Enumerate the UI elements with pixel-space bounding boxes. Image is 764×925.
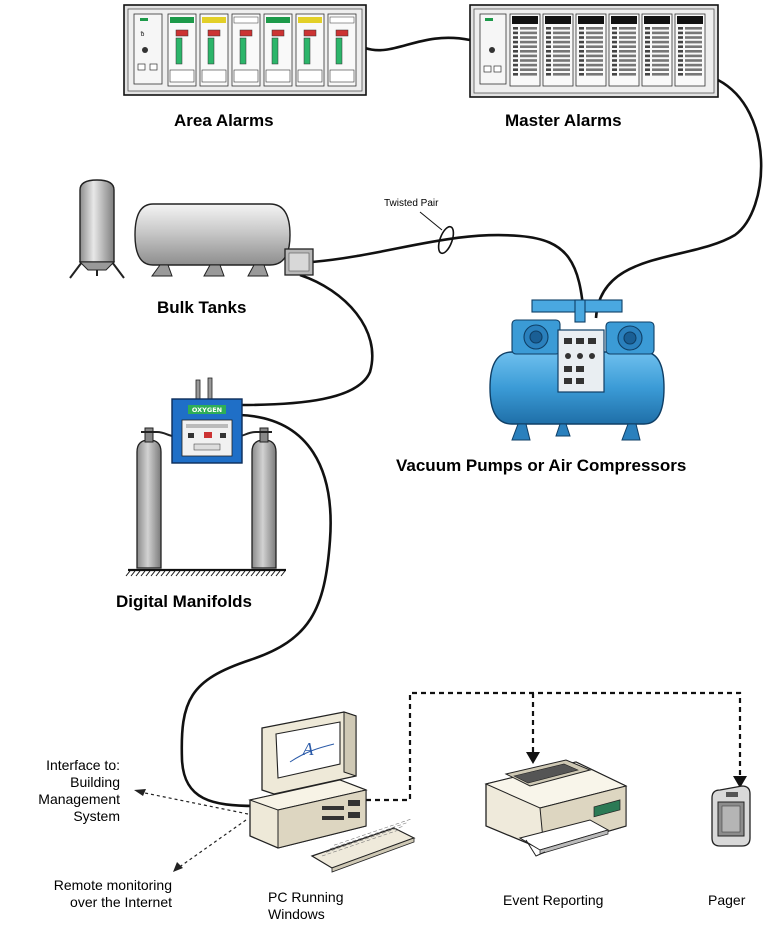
label-master-alarms: Master Alarms xyxy=(505,111,622,130)
interface-line-2: Building xyxy=(70,774,120,790)
cable-twisted-pair xyxy=(311,233,586,319)
manifold-tag: OXYGEN xyxy=(192,406,222,414)
pc-monitor: A xyxy=(261,711,357,795)
vertical-bulk-tank xyxy=(69,179,125,279)
vacuum-pump-compressor xyxy=(489,299,665,441)
digital-manifold: OXYGEN xyxy=(125,377,286,577)
external-arrows xyxy=(139,791,249,869)
label-twisted-pair: Twisted Pair xyxy=(384,198,439,209)
pc-line-1: PC Running xyxy=(268,889,344,905)
remote-line-2: over the Internet xyxy=(70,894,172,910)
right-gas-cylinder xyxy=(251,427,277,569)
interface-line-3: Management xyxy=(38,791,120,807)
output-lines xyxy=(366,691,742,802)
area-alarms-panel: ᵬ xyxy=(123,4,367,96)
label-interface: Interface to: Building Management System xyxy=(24,757,120,825)
pc-keyboard xyxy=(310,819,416,873)
svg-text:ᵬ: ᵬ xyxy=(140,31,145,38)
left-gas-cylinder xyxy=(136,427,162,569)
label-remote-monitoring: Remote monitoring over the Internet xyxy=(22,877,172,911)
pc-workstation: A xyxy=(248,711,416,873)
label-vacuum-pumps: Vacuum Pumps or Air Compressors xyxy=(396,456,687,475)
cable-master-to-compressor xyxy=(594,78,763,319)
connection-cables xyxy=(180,36,763,808)
pager-device xyxy=(711,785,751,847)
pc-line-2: Windows xyxy=(268,906,325,922)
label-area-alarms: Area Alarms xyxy=(174,111,274,130)
horizontal-bulk-tank xyxy=(134,203,314,277)
master-alarms-panel xyxy=(469,4,719,98)
interface-line-1: Interface to: xyxy=(46,757,120,773)
interface-line-4: System xyxy=(73,808,120,824)
monitor-logo: A xyxy=(302,739,315,759)
cable-tank-to-manifold xyxy=(239,273,374,407)
pc-base-unit xyxy=(248,779,368,849)
label-digital-manifolds: Digital Manifolds xyxy=(116,592,252,611)
twisted-pair-ring xyxy=(437,225,455,255)
remote-line-1: Remote monitoring xyxy=(53,877,172,893)
cable-area-to-master xyxy=(364,36,471,52)
label-bulk-tanks: Bulk Tanks xyxy=(157,298,247,317)
label-pager: Pager xyxy=(708,892,746,908)
bulk-tanks xyxy=(69,179,314,279)
cable-manifold-to-pc xyxy=(180,413,332,808)
event-printer xyxy=(484,759,628,857)
output-arrowheads xyxy=(526,752,747,788)
twisted-pair-leader xyxy=(419,211,443,231)
label-event-reporting: Event Reporting xyxy=(503,892,604,908)
label-pc: PC Running Windows xyxy=(268,889,344,923)
